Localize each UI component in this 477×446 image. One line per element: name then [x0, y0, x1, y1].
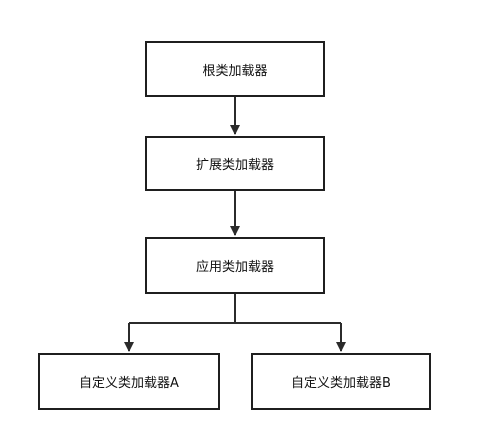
- node-label: 根类加载器: [202, 63, 268, 79]
- node-custom-class-loader-a: 自定义类加载器A: [38, 353, 220, 410]
- node-label: 应用类加载器: [195, 260, 274, 275]
- node-custom-class-loader-b: 自定义类加载器B: [251, 353, 431, 410]
- node-application-class-loader: 应用类加载器: [145, 237, 325, 294]
- node-root-class-loader: 根类加载器: [145, 41, 325, 97]
- node-extension-class-loader: 扩展类加载器: [145, 136, 325, 191]
- edge-application-to-custom-loaders: [124, 294, 346, 352]
- node-label: 自定义类加载器A: [79, 376, 179, 391]
- node-label: 扩展类加载器: [195, 158, 274, 173]
- node-label: 自定义类加载器B: [291, 376, 391, 391]
